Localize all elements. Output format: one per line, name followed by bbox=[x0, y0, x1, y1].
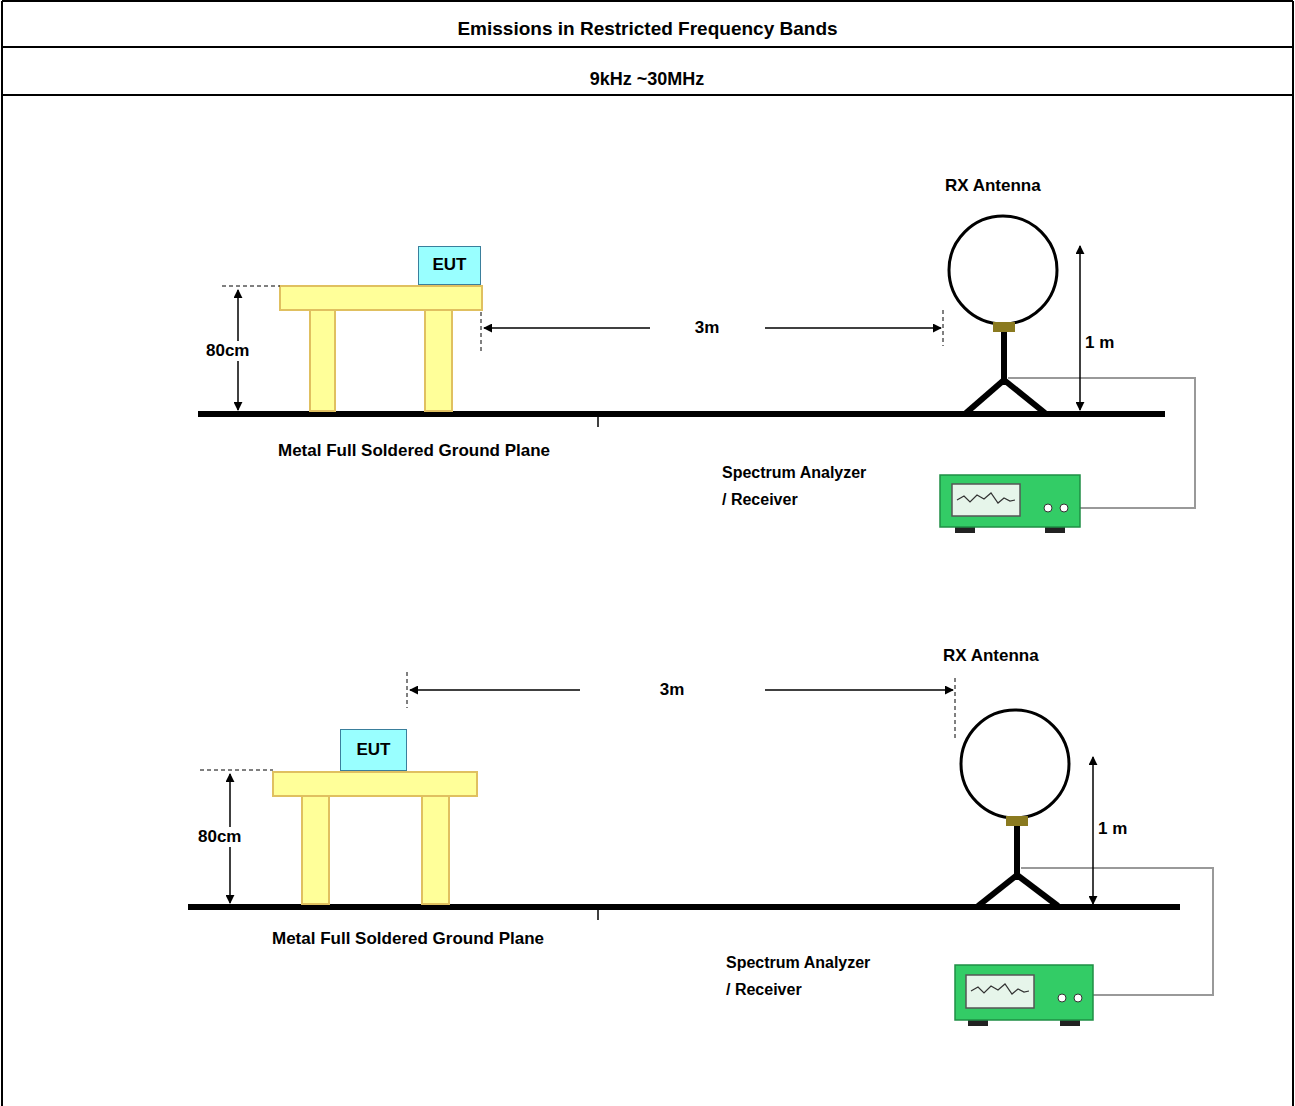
analyzer-screen bbox=[952, 484, 1020, 516]
screen-trace bbox=[957, 493, 1015, 503]
dimension-label: 80cm bbox=[204, 341, 251, 361]
spectrum-analyzer bbox=[940, 475, 1080, 533]
table-title: Emissions in Restricted Frequency Bands bbox=[455, 18, 839, 41]
screen-trace bbox=[971, 984, 1029, 994]
analyzer-knob bbox=[1044, 504, 1052, 512]
dimension-label: 1 m bbox=[1096, 819, 1129, 839]
antenna-label: RX Antenna bbox=[941, 646, 1041, 666]
test-table bbox=[273, 772, 477, 904]
dimension-label-wrap: 1 m bbox=[1083, 333, 1116, 353]
table-leg bbox=[310, 308, 335, 411]
analyzer-knob bbox=[1074, 994, 1082, 1002]
frequency-range: 9kHz ~30MHz bbox=[588, 69, 707, 91]
dimension-arrow bbox=[765, 689, 953, 691]
analyzer-body bbox=[955, 965, 1093, 1020]
antenna-stand bbox=[1014, 826, 1020, 880]
dimension-guide bbox=[200, 770, 273, 771]
frame-line bbox=[2, 46, 1293, 48]
antenna-label-wrap: RX Antenna bbox=[941, 646, 1041, 666]
ground-plane-label-wrap: Metal Full Soldered Ground Plane bbox=[270, 929, 546, 949]
test-table bbox=[280, 286, 482, 411]
loop-antenna bbox=[961, 710, 1069, 818]
dimension-label-wrap: 80cm bbox=[204, 341, 251, 361]
analyzer-knob bbox=[1058, 994, 1066, 1002]
dimension-arrow bbox=[1092, 757, 1094, 904]
dimension-label: 3m bbox=[693, 318, 722, 338]
eut-label: EUT bbox=[433, 255, 467, 275]
antenna-stand bbox=[1017, 875, 1058, 906]
antenna-stand bbox=[1004, 380, 1045, 413]
antenna-stand bbox=[966, 380, 1004, 413]
dimension-label: 80cm bbox=[196, 827, 243, 847]
analyzer-knob bbox=[1060, 504, 1068, 512]
table-leg bbox=[422, 794, 449, 904]
dimension-guide bbox=[943, 310, 944, 346]
instrument-label: Spectrum Analyzer / Receiver bbox=[720, 459, 874, 513]
frame-line bbox=[1292, 1, 1294, 1106]
antenna-label-wrap: RX Antenna bbox=[943, 176, 1043, 196]
dimension-label-wrap: 1 m bbox=[1096, 819, 1129, 839]
dimension-arrow bbox=[765, 327, 941, 329]
eut-label: EUT bbox=[357, 740, 391, 760]
frame-line bbox=[2, 94, 1293, 96]
eut-box: EUT bbox=[340, 729, 407, 771]
instrument-label-wrap: Spectrum Analyzer / Receiver bbox=[724, 949, 878, 1003]
frame-line bbox=[1, 1, 3, 1106]
eut-box: EUT bbox=[418, 246, 481, 285]
dimension-guide bbox=[481, 312, 482, 352]
loop-antenna bbox=[949, 216, 1057, 324]
antenna-feed bbox=[1006, 816, 1028, 826]
dimension-guide bbox=[407, 672, 408, 708]
dimension-label-wrap: 3m bbox=[658, 680, 687, 700]
table-leg bbox=[302, 794, 329, 904]
frequency-range-wrap: 9kHz ~30MHz bbox=[588, 69, 707, 91]
dimension-guide bbox=[222, 286, 280, 287]
dimension-label-wrap: 3m bbox=[693, 318, 722, 338]
dimension-arrow bbox=[1079, 246, 1081, 410]
leader-tick bbox=[597, 417, 599, 427]
dimension-label: 1 m bbox=[1083, 333, 1116, 353]
antenna-feed bbox=[993, 322, 1015, 332]
title-cell: Emissions in Restricted Frequency Bands bbox=[0, 0, 1295, 47]
ground-plane bbox=[198, 411, 1165, 417]
table-leg bbox=[425, 308, 452, 411]
table-top bbox=[273, 772, 477, 796]
analyzer-body bbox=[940, 475, 1080, 527]
table-top bbox=[280, 286, 482, 310]
ground-plane-label: Metal Full Soldered Ground Plane bbox=[276, 441, 552, 461]
antenna-stand bbox=[1001, 332, 1007, 385]
analyzer-screen bbox=[966, 975, 1034, 1008]
dimension-label: 3m bbox=[658, 680, 687, 700]
instrument-label-wrap: Spectrum Analyzer / Receiver bbox=[720, 459, 874, 513]
dimension-arrow bbox=[484, 327, 650, 329]
instrument-label: Spectrum Analyzer / Receiver bbox=[724, 949, 878, 1003]
ground-plane-label: Metal Full Soldered Ground Plane bbox=[270, 929, 546, 949]
dimension-guide bbox=[955, 678, 956, 740]
dimension-arrow bbox=[410, 689, 580, 691]
antenna-stand bbox=[978, 875, 1017, 906]
spectrum-analyzer bbox=[955, 965, 1093, 1026]
ground-plane bbox=[188, 904, 1180, 910]
antenna-label: RX Antenna bbox=[943, 176, 1043, 196]
ground-plane-label-wrap: Metal Full Soldered Ground Plane bbox=[276, 441, 552, 461]
frame-line bbox=[2, 0, 1293, 2]
dimension-label-wrap: 80cm bbox=[196, 827, 243, 847]
leader-tick bbox=[597, 910, 599, 920]
